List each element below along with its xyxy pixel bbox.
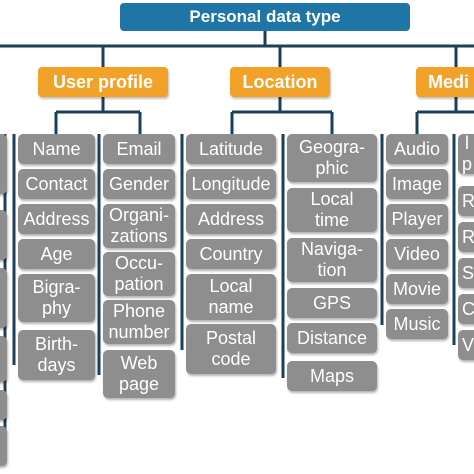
leaf-country: Country [186, 239, 276, 269]
leaf-video: Video [386, 239, 448, 269]
leaf-latitude: Latitude [186, 134, 276, 164]
root-node: Personal data type [120, 3, 410, 31]
category-media: Medi [416, 67, 474, 97]
leaf-maps: Maps [287, 361, 377, 391]
leaf-local-time: Local time [287, 188, 377, 232]
leaf-media-cut-1: l p [458, 134, 474, 174]
leaf-offscreen-3 [0, 268, 7, 328]
leaf-organizations: Organi- zations [103, 204, 175, 248]
leaf-occupation: Occu- pation [103, 252, 175, 296]
leaf-phone-number: Phone number [103, 300, 175, 344]
leaf-longitude: Longitude [186, 169, 276, 199]
leaf-distance: Distance [287, 323, 377, 353]
leaf-address-location: Address [186, 204, 276, 234]
leaf-name: Name [18, 134, 95, 164]
leaf-navigation: Naviga- tion [287, 238, 377, 282]
leaf-offscreen-2 [0, 210, 7, 260]
leaf-media-cut-2: R [458, 186, 474, 216]
leaf-media-cut-5: Ch [458, 294, 474, 324]
leaf-image: Image [386, 169, 448, 199]
leaf-media-cut-4: S [458, 258, 474, 288]
leaf-address: Address [18, 204, 95, 234]
leaf-biography: Bigra- phy [18, 274, 95, 322]
leaf-web-page: Web page [103, 350, 175, 398]
leaf-gender: Gender [103, 169, 175, 199]
leaf-offscreen-1 [0, 134, 7, 194]
leaf-local-name: Local name [186, 274, 276, 320]
leaf-media-cut-6: V [458, 330, 474, 360]
leaf-movie: Movie [386, 274, 448, 304]
leaf-birthdays: Birth- days [18, 330, 95, 380]
category-location: Location [230, 67, 330, 97]
leaf-postal-code: Postal code [186, 324, 276, 374]
leaf-media-cut-3: Re [458, 222, 474, 252]
leaf-offscreen-6 [0, 426, 7, 466]
leaf-music: Music [386, 309, 448, 339]
leaf-age: Age [18, 239, 95, 269]
leaf-audio: Audio [386, 134, 448, 164]
category-user-profile: User profile [38, 67, 168, 97]
leaf-gps: GPS [287, 288, 377, 318]
leaf-offscreen-4 [0, 336, 7, 382]
leaf-offscreen-5 [0, 390, 7, 420]
leaf-geographic: Geogra- phic [287, 134, 377, 182]
leaf-player: Player [386, 204, 448, 234]
leaf-contact: Contact [18, 169, 95, 199]
leaf-email: Email [103, 134, 175, 164]
